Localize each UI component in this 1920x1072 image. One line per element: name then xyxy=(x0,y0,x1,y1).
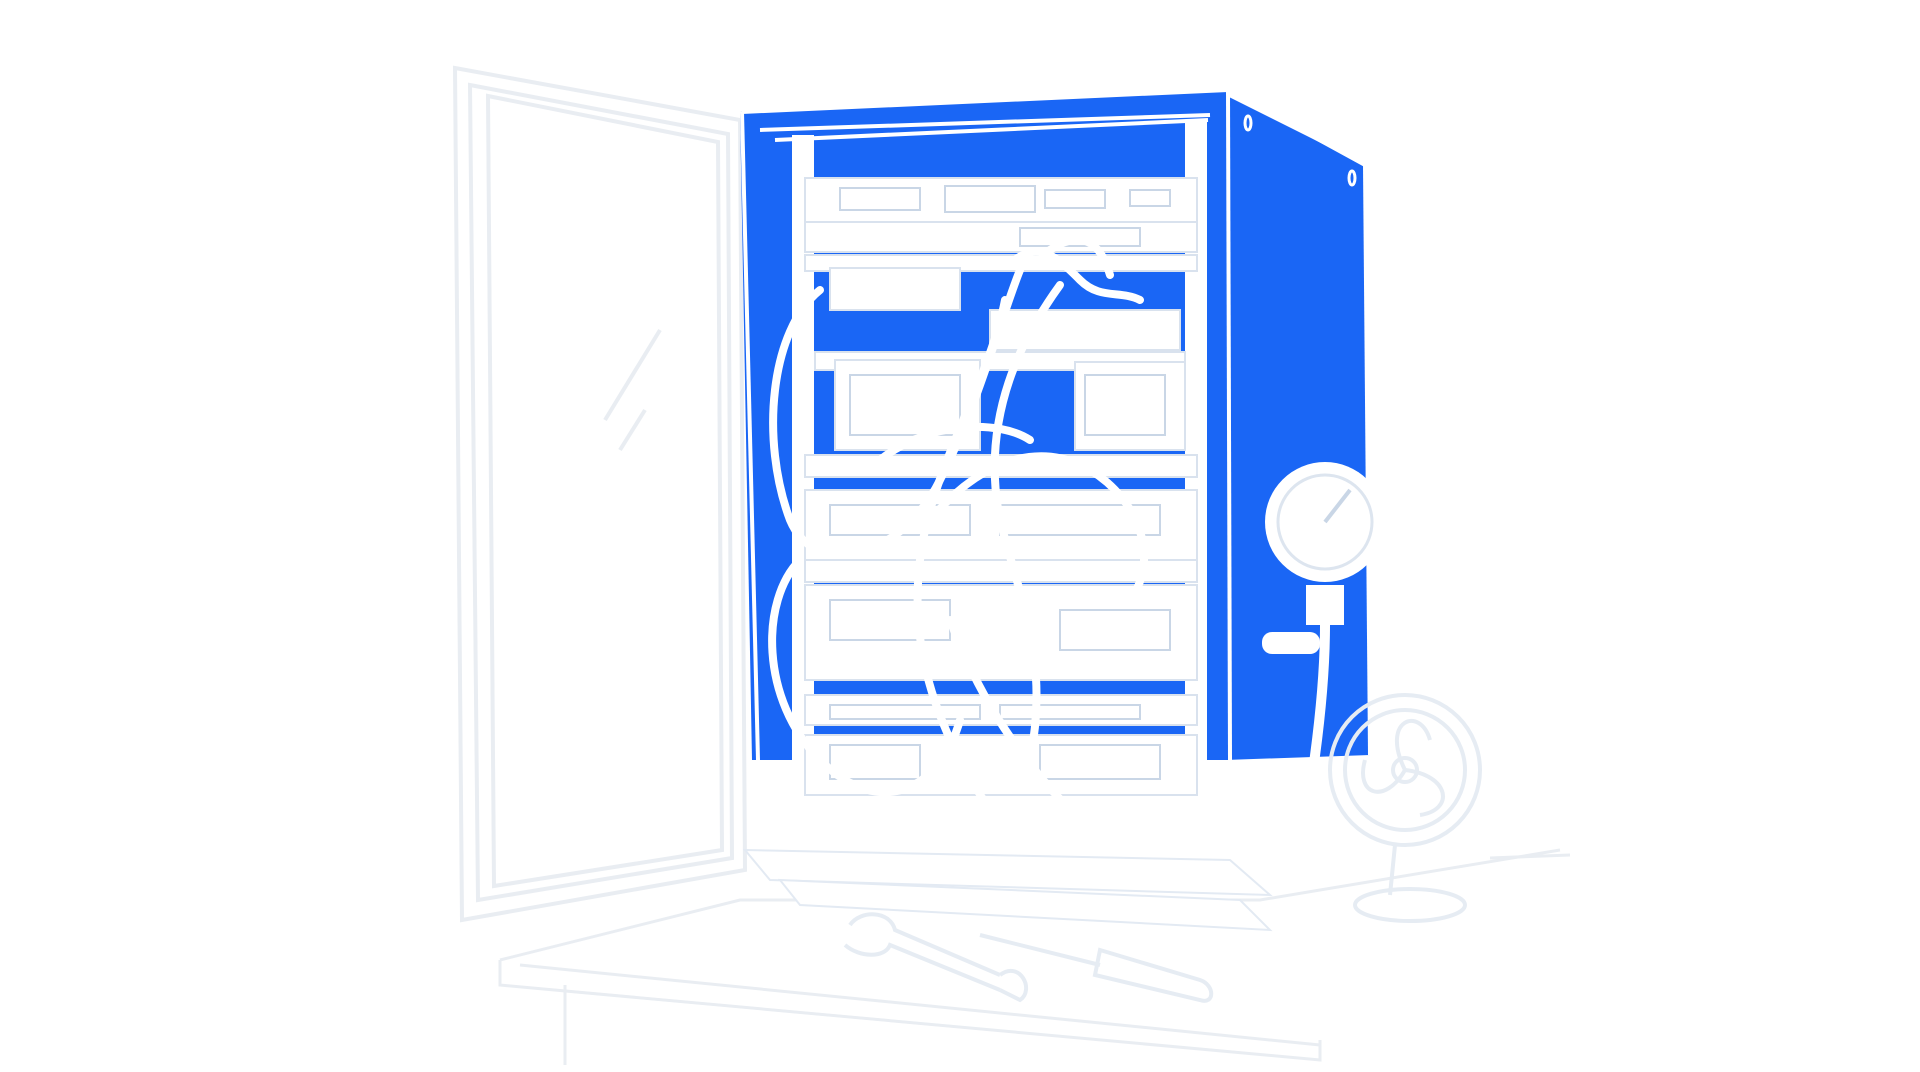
cabinet-door-icon xyxy=(452,65,748,923)
pressure-gauge-icon xyxy=(1262,462,1385,892)
server-rack-icon xyxy=(740,87,1372,932)
wrench-icon xyxy=(843,912,1028,1003)
desk-fan-icon xyxy=(1328,693,1482,923)
cable-bundle-icon xyxy=(768,235,1148,824)
screwdriver-icon xyxy=(979,933,1214,1003)
rack-unit-details xyxy=(839,185,1171,247)
